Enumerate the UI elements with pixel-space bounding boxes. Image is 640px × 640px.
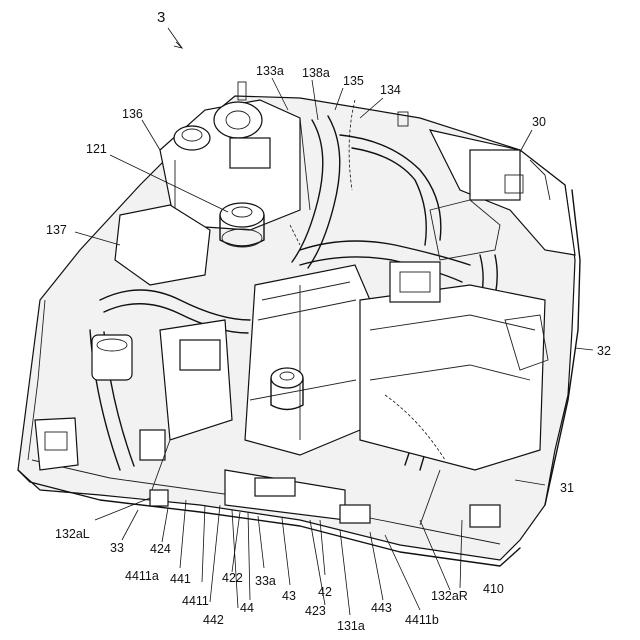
label-135: 135	[343, 74, 364, 88]
label-138a: 138a	[302, 66, 330, 80]
label-44: 44	[240, 601, 254, 615]
middle-chassis	[245, 265, 370, 455]
label-121: 121	[86, 142, 107, 156]
label-132aL: 132aL	[55, 527, 90, 541]
label-442: 442	[203, 613, 224, 627]
label-443: 443	[371, 601, 392, 615]
figure-number: 3	[157, 9, 165, 26]
label-42: 42	[318, 585, 332, 599]
label-133a: 133a	[256, 64, 284, 78]
label-410: 410	[483, 582, 504, 596]
label-4411b: 4411b	[405, 613, 439, 627]
label-136: 136	[122, 107, 143, 121]
label-30: 30	[532, 115, 546, 129]
label-32: 32	[597, 344, 611, 358]
label-441: 441	[170, 572, 191, 586]
label-423: 423	[305, 604, 326, 618]
label-31: 31	[560, 481, 574, 495]
label-424: 424	[150, 542, 171, 556]
label-43: 43	[282, 589, 296, 603]
label-4411a: 4411a	[125, 569, 159, 583]
label-33: 33	[110, 541, 124, 555]
label-422: 422	[222, 571, 243, 585]
label-137: 137	[46, 223, 67, 237]
label-132aR: 132aR	[431, 589, 468, 603]
label-134: 134	[380, 83, 401, 97]
label-131a: 131a	[337, 619, 365, 633]
label-33a: 33a	[255, 574, 276, 588]
label-4411: 4411	[182, 594, 209, 608]
